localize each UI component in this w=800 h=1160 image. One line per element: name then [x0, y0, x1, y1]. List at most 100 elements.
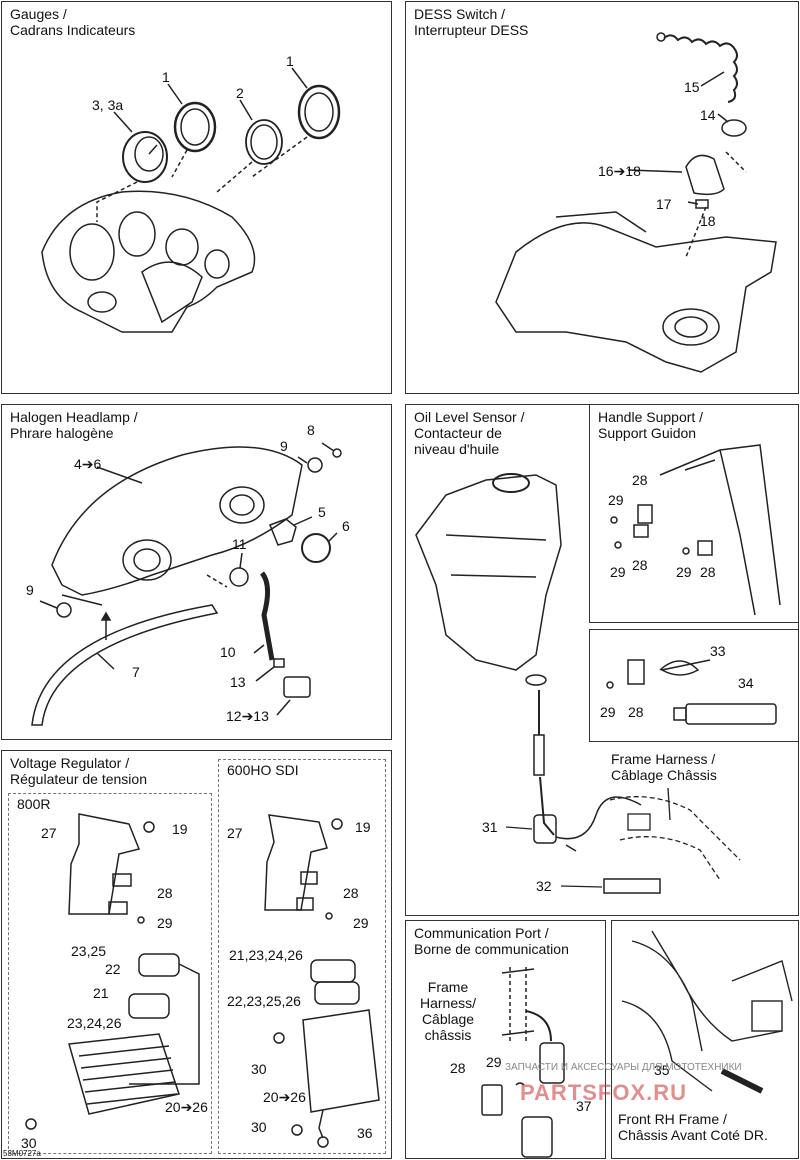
panel-title: Voltage Regulator / Régulateur de tensio…: [10, 755, 147, 787]
callout: 22: [105, 961, 121, 977]
panel-title: Communication Port / Borne de communicat…: [414, 925, 569, 957]
callout: 23,25: [71, 943, 106, 959]
panel-title: DESS Switch / Interrupteur DESS: [414, 6, 529, 38]
regulator-800r-drawing: 27 19 28 29 23,25 22 21 23,24,26 30 20➔2…: [21, 813, 208, 1151]
callout: 7: [132, 664, 140, 680]
callout: 28: [450, 1060, 466, 1076]
panel-headlamp: Halogen Headlamp / Phrare halogène: [1, 404, 392, 740]
panel-gauges: Gauges / Cadrans Indicateurs: [1, 1, 392, 394]
callout: 9: [26, 582, 34, 598]
callout: 32: [536, 878, 552, 894]
callout: 23,24,26: [67, 1015, 122, 1031]
gauge-housing: [41, 190, 256, 333]
gauge-dial: [122, 131, 168, 183]
subpanel-600ho-sdi: 600HO SDI 27 19 28 29 21,23,24,26 22,: [218, 759, 386, 1154]
callout: 10: [220, 644, 236, 660]
comm-port-connector: [539, 1042, 565, 1084]
panel-communication-port: Communication Port / Borne de communicat…: [405, 920, 606, 1159]
callout: 19: [355, 819, 371, 835]
callout: 29: [486, 1054, 502, 1070]
callout: 28: [157, 885, 173, 901]
oil-tank: [415, 474, 562, 671]
callout: 18: [700, 213, 716, 229]
callout: 1: [162, 69, 170, 85]
callout: 22,23,25,26: [227, 993, 301, 1009]
gauge-ring-2: [297, 84, 341, 140]
gauge-ring: [173, 101, 217, 153]
comm-port-drawing: 28 29 37: [450, 967, 592, 1158]
dess-lanyard: [663, 34, 738, 103]
callout: 28: [343, 885, 359, 901]
panel-handle-support: Handle Support / Support Guidon 28 29 28…: [589, 404, 799, 623]
front-frame-tubes: [621, 930, 783, 1092]
panel-title: Front RH Frame / Châssis Avant Coté DR.: [618, 1111, 768, 1143]
panel-dess: DESS Switch / Interrupteur DESS 15 14 16…: [405, 1, 799, 394]
oil-tank-cap: [492, 473, 530, 493]
regulator-bracket: [68, 813, 141, 915]
callout: 1: [286, 53, 294, 69]
callout: 5: [318, 504, 326, 520]
panel-title: Handle Support / Support Guidon: [598, 409, 704, 441]
dess-post: [685, 154, 725, 196]
subpanel-title: 600HO SDI: [227, 762, 299, 778]
panel-voltage-regulator: Voltage Regulator / Régulateur de tensio…: [1, 750, 392, 1159]
diagram-code: 53M0727a: [3, 1149, 41, 1158]
regulator-600ho-drawing: 27 19 28 29 21,23,24,26 22,23,25,26 30 2…: [227, 814, 380, 1148]
subpanel-title: 800R: [17, 796, 51, 812]
callout: 12➔13: [226, 708, 269, 724]
headlamp-wire: [259, 571, 275, 661]
callout: 27: [41, 825, 57, 841]
callout: 29: [608, 492, 624, 508]
callout: 29: [610, 564, 626, 580]
panel-accessories: 33 34 29 28: [589, 629, 799, 742]
cable-tie: [659, 659, 711, 676]
headlamp-drawing: 8 9 4➔6 5 6 11 9 7 10 13 12➔13: [26, 422, 350, 726]
callout: 6: [342, 518, 350, 534]
callout: 29: [353, 915, 369, 931]
callout: 2: [236, 85, 244, 101]
handle-support-frame: [659, 444, 781, 616]
front-frame-drawing: 35: [621, 930, 793, 1094]
watermark-text: ЗАПЧАСТИ И АКСЕССУАРЫ ДЛЯ МОТОТЕХНИКИ: [505, 1062, 742, 1073]
callout: 30: [251, 1061, 267, 1077]
callout: 20➔26: [263, 1089, 306, 1105]
frame-harness-label: Frame Harness / Câblage Châssis: [611, 751, 717, 783]
callout: 28: [632, 557, 648, 573]
regulator-box: [302, 1009, 380, 1113]
panel-title: Halogen Headlamp / Phrare halogène: [10, 409, 138, 441]
headlamp-trim: [31, 604, 219, 726]
callout: 21: [93, 985, 109, 1001]
callout: 8: [307, 422, 315, 438]
callout: 33: [710, 643, 726, 659]
callout: 30: [251, 1119, 267, 1135]
regulator-heatsink: [68, 1033, 180, 1115]
callout: 11: [232, 536, 247, 552]
callout: 13: [230, 674, 246, 690]
watermark-logo: PARTSFOX.RU: [520, 1080, 688, 1105]
panel-title: Oil Level Sensor / Contacteur de niveau …: [414, 409, 525, 457]
callout: 9: [280, 438, 288, 454]
callout: 17: [656, 196, 672, 212]
panel-front-rh-frame: 35 Front RH Frame / Châssis Avant Coté D…: [611, 920, 799, 1159]
callout: 19: [172, 821, 188, 837]
oil-sensor-body: [533, 814, 557, 844]
callout: 20➔26: [165, 1099, 208, 1115]
callout: 37: [576, 1098, 592, 1114]
frame-harness-side-label: Frame Harness/ Câblage châssis: [420, 979, 477, 1043]
callout: 27: [227, 825, 243, 841]
callout: 30: [21, 1135, 37, 1151]
callout: 29: [157, 915, 173, 931]
callout: 21,23,24,26: [229, 947, 303, 963]
callout: 28: [700, 564, 716, 580]
callout: 31: [482, 819, 498, 835]
callout: 3, 3a: [92, 97, 123, 113]
callout: 34: [738, 675, 754, 691]
callout: 28: [632, 472, 648, 488]
grease-tube: [685, 703, 777, 725]
dess-console: [495, 222, 777, 373]
callout: 4➔6: [74, 456, 102, 472]
accessories-drawing: 33 34 29 28: [600, 643, 777, 725]
panel-title: Gauges / Cadrans Indicateurs: [10, 6, 136, 38]
callout: 14: [700, 107, 716, 123]
callout: 29: [676, 564, 692, 580]
